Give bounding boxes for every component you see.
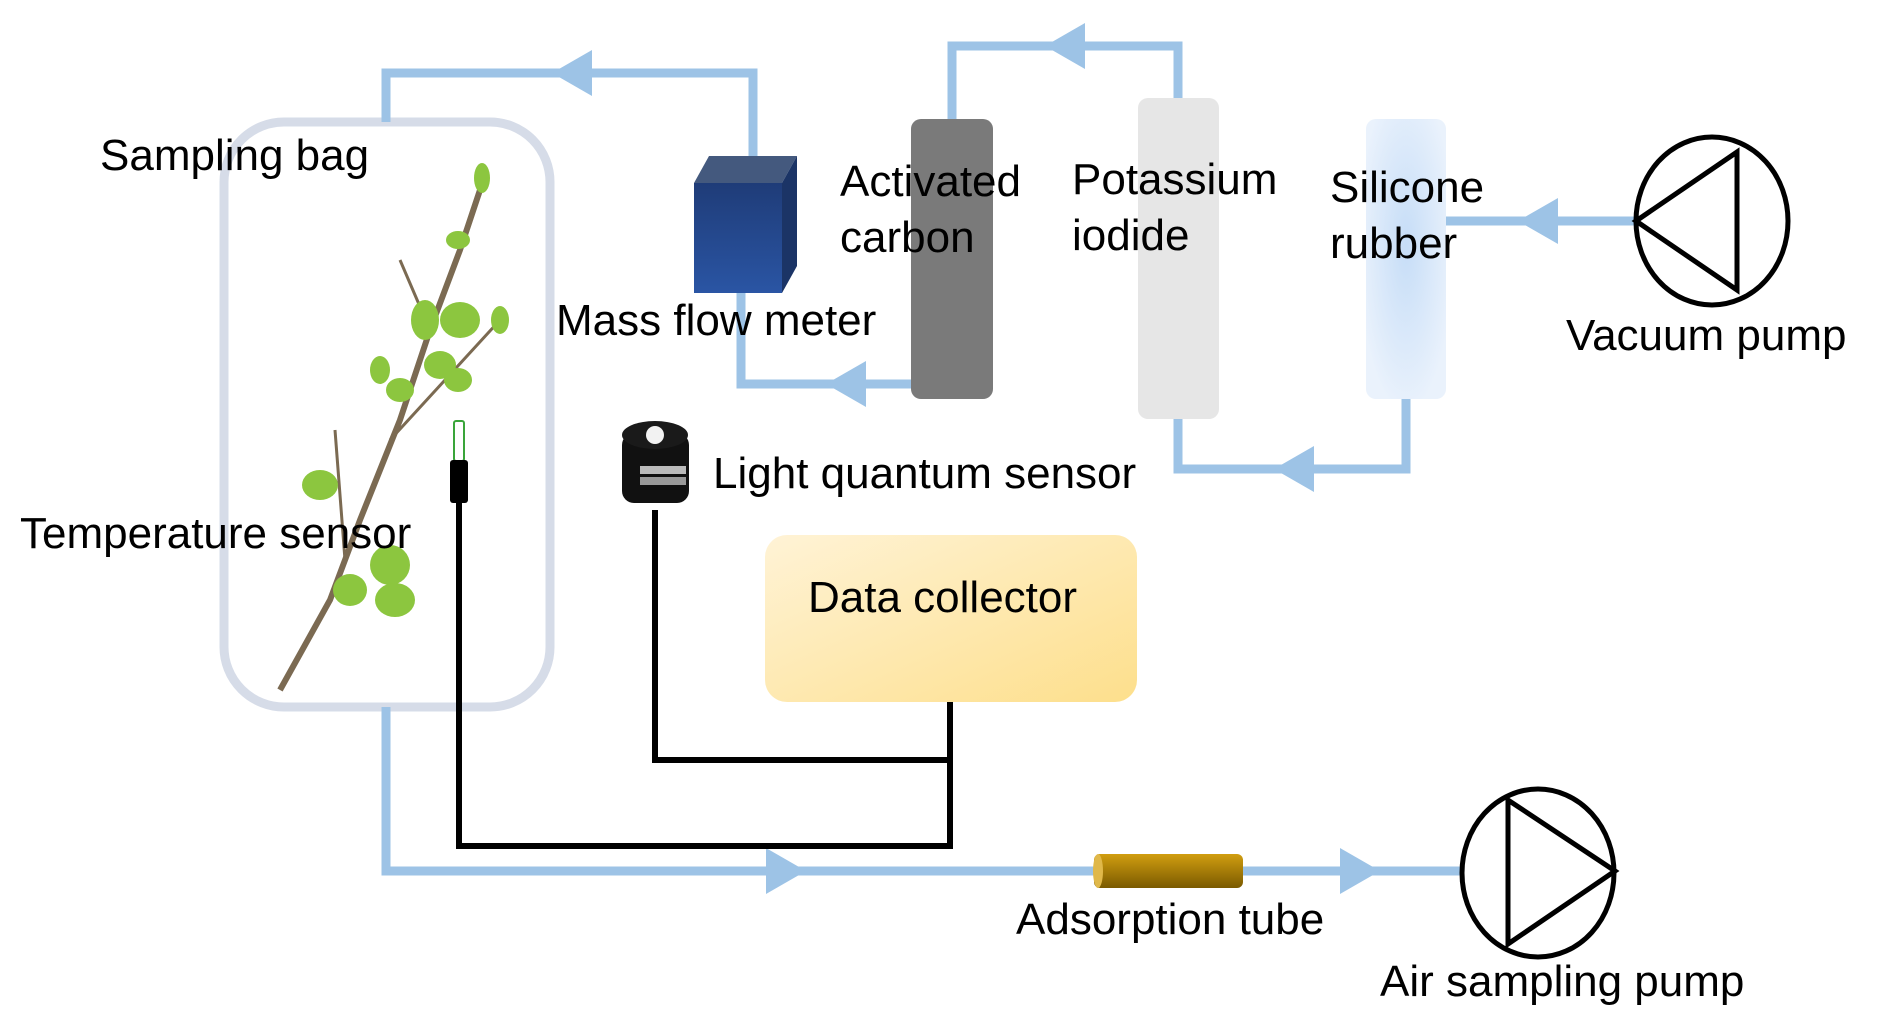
arrow-right-icon xyxy=(766,848,806,894)
sampling-bag xyxy=(219,117,555,712)
label-adsorption-tube: Adsorption tube xyxy=(1016,895,1324,944)
label-activated-carbon-line2: carbon xyxy=(840,213,975,262)
label-air-sampling-pump: Air sampling pump xyxy=(1380,957,1744,1006)
vacuum-pump-icon xyxy=(1631,134,1791,308)
wire-temperature-sensor xyxy=(456,500,953,849)
arrow-right-icon xyxy=(1340,848,1380,894)
label-mass-flow-meter: Mass flow meter xyxy=(556,296,876,345)
label-activated-carbon-line1: Activated xyxy=(840,157,1021,206)
wire-light-sensor xyxy=(652,510,950,763)
label-silicone-rubber-line2: rubber xyxy=(1330,219,1457,268)
mass-flow-meter-icon xyxy=(694,156,797,293)
light-quantum-sensor-icon xyxy=(622,421,689,503)
air-sampling-pump-icon xyxy=(1459,786,1620,960)
label-light-quantum-sensor: Light quantum sensor xyxy=(713,449,1136,498)
label-potassium-iodide-line1: Potassium xyxy=(1072,155,1277,204)
arrow-left-icon xyxy=(826,361,866,407)
temperature-sensor-icon xyxy=(450,420,468,503)
label-potassium-iodide-line2: iodide xyxy=(1072,211,1189,260)
label-data-collector: Data collector xyxy=(808,573,1077,622)
arrow-left-icon xyxy=(1274,446,1314,492)
arrow-left-icon xyxy=(552,50,592,96)
label-temperature-sensor: Temperature sensor xyxy=(20,509,411,558)
arrow-left-icon xyxy=(1518,198,1558,244)
arrow-left-icon xyxy=(1045,23,1085,69)
silicone-rubber-column xyxy=(1366,119,1446,399)
label-silicone-rubber-line1: Silicone xyxy=(1330,163,1484,212)
flow-arrows xyxy=(552,23,1558,894)
label-vacuum-pump: Vacuum pump xyxy=(1566,311,1846,360)
data-collector-box xyxy=(765,535,1137,702)
plant-branch-icon xyxy=(277,163,509,692)
sensor-wires xyxy=(456,500,953,849)
adsorption-tube-icon xyxy=(1093,854,1243,888)
potassium-iodide-column xyxy=(1138,98,1219,419)
activated-carbon-column xyxy=(911,119,993,399)
label-sampling-bag: Sampling bag xyxy=(100,131,369,180)
